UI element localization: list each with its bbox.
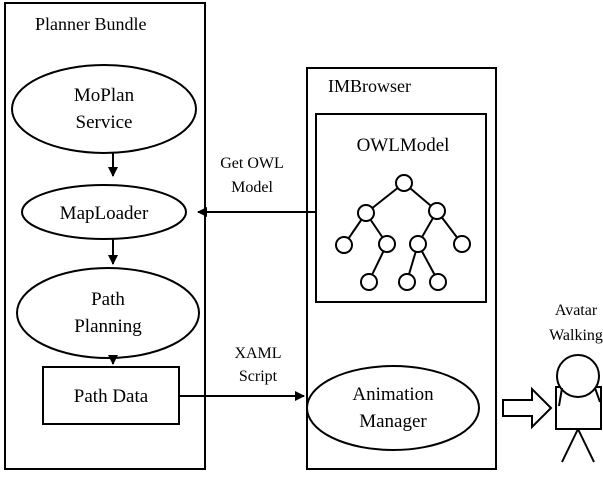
- moplan-service-label-line1: MoPlan: [74, 85, 135, 106]
- get-owl-model-label-line2: Model: [231, 179, 273, 196]
- avatar-label-line1: Avatar: [555, 302, 598, 319]
- path-planning-label-line2: Planning: [74, 316, 142, 337]
- hollow-arrow-to-avatar: [502, 386, 553, 430]
- animation-manager-node: Animation Manager: [306, 365, 480, 451]
- animation-manager-label-line2: Manager: [359, 411, 427, 432]
- avatar-walking-icon: [555, 354, 602, 463]
- owlmodel-node: OWLModel: [315, 113, 487, 303]
- xaml-script-label-line1: XAML: [234, 345, 281, 362]
- path-data-node: Path Data: [42, 366, 180, 425]
- avatar-label-line2: Walking: [549, 327, 603, 344]
- moplan-service-label-line2: Service: [76, 112, 133, 133]
- planner-bundle-container: Planner Bundle: [4, 2, 206, 470]
- path-data-label: Path Data: [74, 386, 149, 407]
- maploader-node: MapLoader: [21, 184, 187, 240]
- moplan-service-node: MoPlan Service: [11, 64, 197, 154]
- xaml-script-label-line2: Script: [239, 368, 278, 385]
- animation-manager-label-line1: Animation: [352, 384, 434, 405]
- maploader-label: MapLoader: [60, 203, 149, 224]
- imbrowser-container: IMBrowser: [306, 67, 497, 470]
- get-owl-model-label-line1: Get OWL: [220, 155, 284, 172]
- owlmodel-label: OWLModel: [357, 135, 450, 156]
- imbrowser-title: IMBrowser: [328, 76, 411, 96]
- ontology-tree-icon: [335, 174, 471, 291]
- path-planning-label-line1: Path: [91, 289, 125, 310]
- path-planning-node: Path Planning: [16, 267, 200, 359]
- planner-bundle-title: Planner Bundle: [35, 14, 146, 34]
